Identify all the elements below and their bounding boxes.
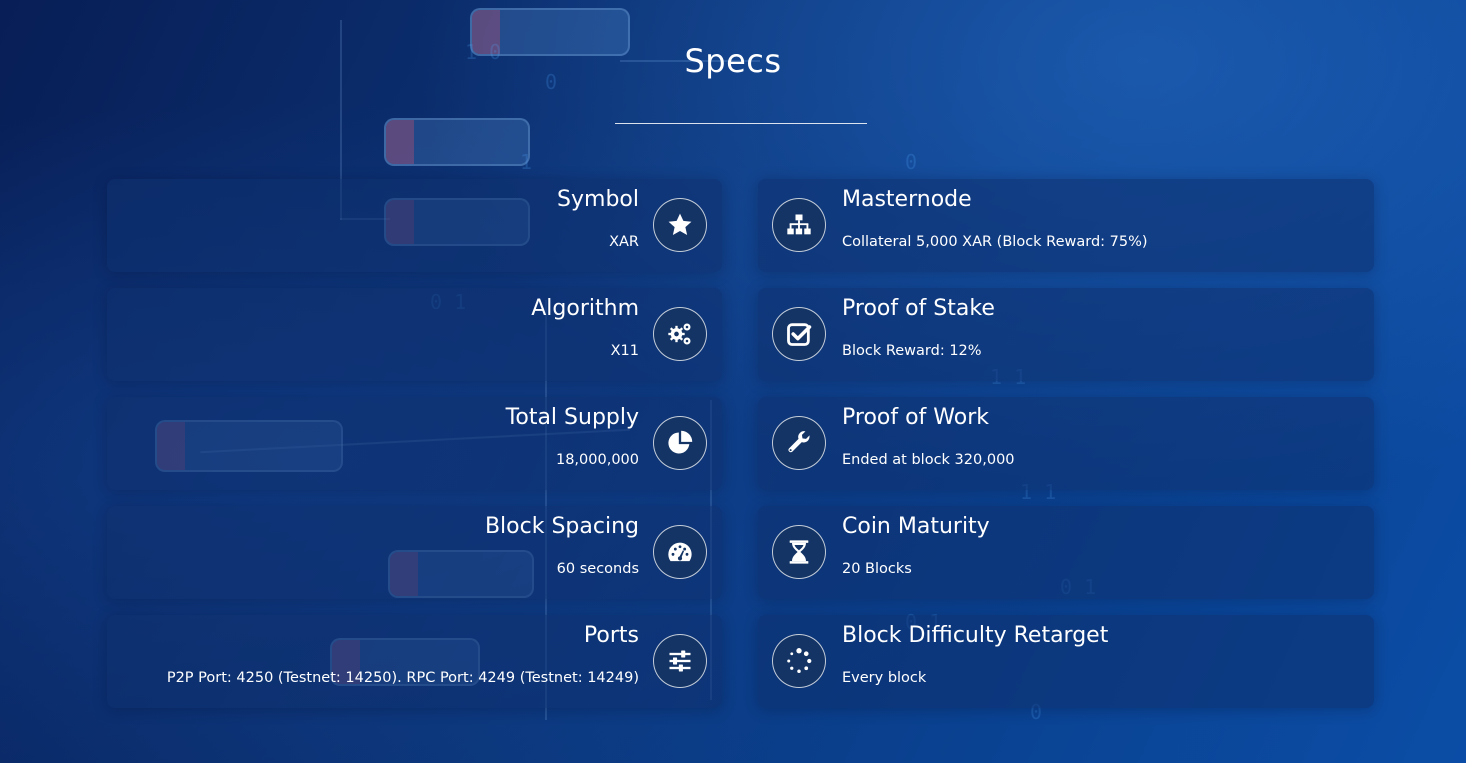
spec-value: Every block	[842, 670, 927, 686]
spec-value: XAR	[609, 234, 639, 250]
spec-value: 60 seconds	[556, 561, 639, 577]
spec-label: Block Difficulty Retarget	[842, 623, 1109, 648]
wrench-icon	[772, 416, 826, 470]
spec-value: X11	[610, 343, 639, 359]
spec-card-block-difficulty-retarget: Block Difficulty Retarget Every block	[758, 615, 1374, 708]
spec-value: P2P Port: 4250 (Testnet: 14250). RPC Por…	[166, 670, 639, 686]
star-icon	[653, 198, 707, 252]
check-square-icon	[772, 307, 826, 361]
spec-card-algorithm: Algorithm X11	[107, 288, 722, 381]
spinner-icon	[772, 634, 826, 688]
spec-value: 18,000,000	[555, 452, 639, 468]
spec-card-masternode: Masternode Collateral 5,000 XAR (Block R…	[758, 179, 1374, 272]
spec-label: Proof of Work	[842, 405, 990, 430]
spec-value: Collateral 5,000 XAR (Block Reward: 75%)	[842, 234, 1148, 250]
spec-label: Proof of Stake	[842, 296, 995, 321]
page-title: Specs	[684, 42, 782, 80]
pie-chart-icon	[653, 416, 707, 470]
gears-icon	[653, 307, 707, 361]
spec-card-coin-maturity: Coin Maturity 20 Blocks	[758, 506, 1374, 599]
spec-label: Ports	[583, 623, 639, 648]
sliders-icon	[653, 634, 707, 688]
spec-label: Coin Maturity	[842, 514, 990, 539]
spec-value: 20 Blocks	[842, 561, 912, 577]
spec-card-block-spacing: Block Spacing 60 seconds	[107, 506, 722, 599]
spec-card-proof-of-stake: Proof of Stake Block Reward: 12%	[758, 288, 1374, 381]
spec-label: Symbol	[557, 187, 639, 212]
spec-card-total-supply: Total Supply 18,000,000	[107, 397, 722, 490]
spec-value: Ended at block 320,000	[842, 452, 1015, 468]
sitemap-icon	[772, 198, 826, 252]
hourglass-icon	[772, 525, 826, 579]
spec-card-proof-of-work: Proof of Work Ended at block 320,000	[758, 397, 1374, 490]
spec-card-symbol: Symbol XAR	[107, 179, 722, 272]
title-divider	[615, 123, 867, 124]
spec-label: Total Supply	[505, 405, 639, 430]
speedometer-icon	[653, 525, 707, 579]
spec-label: Masternode	[842, 187, 972, 212]
spec-label: Algorithm	[531, 296, 639, 321]
spec-value: Block Reward: 12%	[842, 343, 982, 359]
spec-label: Block Spacing	[484, 514, 639, 539]
spec-card-ports: Ports P2P Port: 4250 (Testnet: 14250). R…	[107, 615, 722, 708]
